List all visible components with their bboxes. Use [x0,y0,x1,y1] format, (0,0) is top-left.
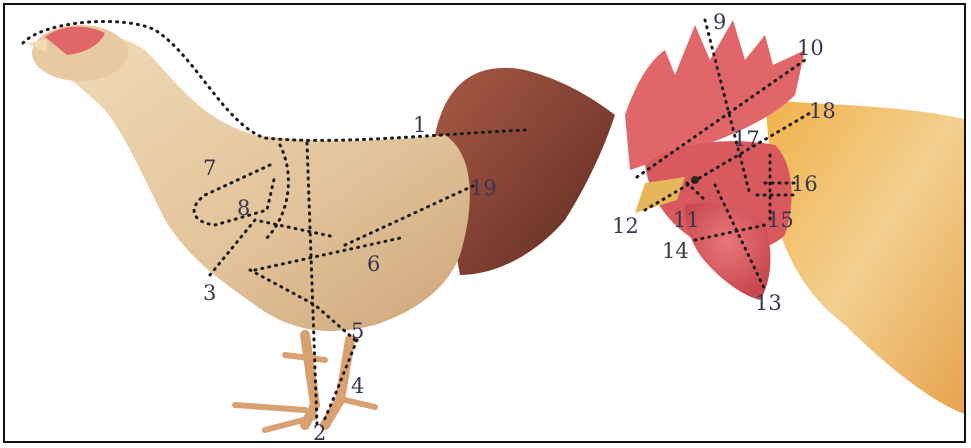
label-1: 1 [413,113,426,137]
label-14: 14 [662,239,689,263]
label-8: 8 [237,196,250,220]
label-3: 3 [203,281,216,305]
label-12: 12 [612,214,639,238]
label-5: 5 [351,319,364,343]
rooster-hackle [765,100,966,415]
figure-frame: 1 2 3 4 5 6 7 8 9 10 11 12 13 14 15 16 1… [3,3,966,443]
label-11: 11 [673,208,700,232]
label-16: 16 [791,172,818,196]
label-19: 19 [470,176,497,200]
label-13: 13 [755,291,782,315]
label-15: 15 [767,208,794,232]
label-18: 18 [809,99,836,123]
label-7: 7 [203,156,216,180]
chicken-measurement-figure: 1 2 3 4 5 6 7 8 9 10 11 12 13 14 15 16 1… [5,5,966,443]
label-17: 17 [733,127,760,151]
label-4: 4 [351,374,364,398]
hen-illustration [27,25,615,430]
label-6: 6 [367,252,380,276]
label-2: 2 [313,421,326,443]
label-9: 9 [713,10,726,34]
label-10: 10 [797,36,824,60]
